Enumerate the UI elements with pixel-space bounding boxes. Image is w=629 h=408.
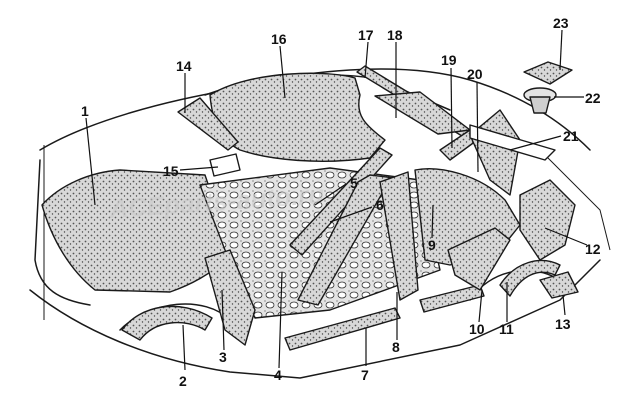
callout-21: 21 xyxy=(563,128,579,144)
part-13-bracket xyxy=(539,271,579,299)
callout-23: 23 xyxy=(553,15,569,31)
callout-20: 20 xyxy=(467,66,483,82)
part-11-rear-arch xyxy=(499,259,561,297)
callout-15: 15 xyxy=(163,163,179,179)
part-21-rear-strip xyxy=(469,124,556,161)
callout-11: 11 xyxy=(499,321,514,337)
callout-4: 4 xyxy=(274,367,282,383)
callout-6: 6 xyxy=(376,197,384,213)
part-18-panel xyxy=(374,91,471,135)
callout-16: 16 xyxy=(271,31,287,47)
leader-lines xyxy=(85,29,588,371)
part-8-b-pillar xyxy=(379,171,419,301)
callout-22: 22 xyxy=(585,90,601,106)
callout-13: 13 xyxy=(555,316,571,332)
part-3-wheel-liner xyxy=(204,249,256,346)
part-7-sill xyxy=(284,307,401,351)
part-23-pad xyxy=(523,61,573,85)
part-2-arch xyxy=(121,305,213,341)
part-22-plug xyxy=(523,87,557,114)
part-12-quarter-panel xyxy=(519,179,576,261)
parcel-shelf-insulation xyxy=(209,72,386,162)
part-10-rear-sill xyxy=(419,284,485,313)
callout-14: 14 xyxy=(176,58,192,74)
part-14-trim xyxy=(177,97,239,151)
callout-10: 10 xyxy=(469,321,485,337)
part-5-pillar xyxy=(289,147,393,256)
callout-2: 2 xyxy=(179,373,187,389)
callout-12: 12 xyxy=(585,241,601,257)
part-10-seat-back xyxy=(447,227,511,291)
part-1-front-panel xyxy=(41,169,233,293)
part-15-bracket xyxy=(209,153,241,177)
callout-19: 19 xyxy=(441,52,457,68)
callout-17: 17 xyxy=(358,27,374,43)
callout-9: 9 xyxy=(428,237,436,253)
callout-1: 1 xyxy=(81,103,89,119)
callout-3: 3 xyxy=(219,349,227,365)
callout-8: 8 xyxy=(392,339,400,355)
callout-18: 18 xyxy=(387,27,403,43)
callout-7: 7 xyxy=(361,367,369,383)
callout-5: 5 xyxy=(350,175,358,191)
